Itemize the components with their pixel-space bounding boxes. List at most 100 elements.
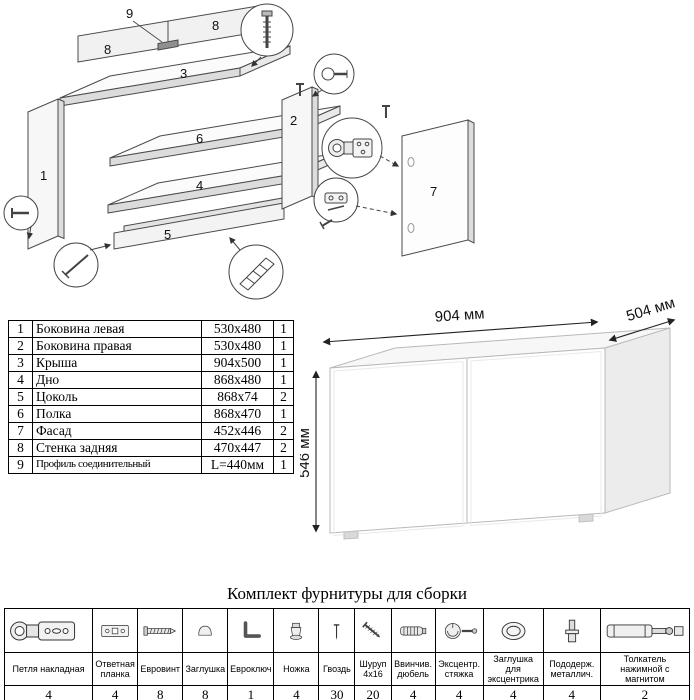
hardware-icon-cell bbox=[542, 608, 601, 653]
hinge-icon bbox=[10, 621, 76, 640]
part-label-8b: 8 bbox=[212, 18, 219, 33]
part-size: 470x447 bbox=[201, 439, 274, 457]
callout-nail bbox=[53, 242, 112, 288]
facade-door bbox=[401, 119, 475, 257]
part-label-6: 6 bbox=[196, 131, 203, 146]
push-latch-icon bbox=[606, 624, 684, 637]
part-size: 904x500 bbox=[201, 354, 274, 372]
part-label-5: 5 bbox=[164, 227, 171, 242]
part-size: L=440мм bbox=[201, 456, 274, 474]
hardware-icon-cell bbox=[137, 608, 184, 653]
hardware-qty: 30 bbox=[318, 685, 356, 700]
part-number: 8 bbox=[8, 439, 33, 457]
hex-key-icon bbox=[244, 620, 262, 638]
hardware-icon-cell bbox=[92, 608, 139, 653]
part-label-7: 7 bbox=[430, 184, 437, 199]
part-name: Дно bbox=[32, 371, 202, 389]
hardware-icon-cell bbox=[318, 608, 356, 653]
part-name: Полка bbox=[32, 405, 202, 423]
hardware-icon-cell bbox=[599, 608, 691, 653]
right-door-outline bbox=[470, 350, 602, 527]
hardware-name: Толкатель нажимной с магнитом bbox=[599, 651, 691, 687]
part-number: 2 bbox=[8, 337, 33, 355]
hardware-qty: 4 bbox=[390, 685, 436, 700]
table-row: 9 Профиль соединительный L=440мм 1 bbox=[8, 456, 294, 474]
part-number: 6 bbox=[8, 405, 33, 423]
shelf-support-icon bbox=[565, 619, 579, 642]
part-size: 868x470 bbox=[201, 405, 274, 423]
hardware-name: Шуруп 4x16 bbox=[354, 651, 392, 687]
hardware-qty: 4 bbox=[3, 685, 94, 700]
part-qty: 1 bbox=[273, 337, 294, 355]
hardware-qty: 8 bbox=[182, 685, 229, 700]
part-label-1: 1 bbox=[40, 168, 47, 183]
hardware-name: Гвоздь bbox=[318, 651, 356, 687]
depth-dimension-arrow bbox=[608, 318, 676, 342]
part-qty: 2 bbox=[273, 388, 294, 406]
part-label-3: 3 bbox=[180, 66, 187, 81]
height-dimension-label: 546 мм bbox=[300, 428, 313, 478]
hardware-qty: 4 bbox=[482, 685, 544, 700]
hardware-name: Евровинт bbox=[137, 651, 184, 687]
part-number: 9 bbox=[8, 456, 33, 474]
part-name: Стенка задняя bbox=[32, 439, 202, 457]
cam-cap-icon bbox=[501, 621, 526, 640]
hardware-name: Ответная планка bbox=[92, 651, 139, 687]
table-row: 6 Полка 868x470 1 bbox=[8, 405, 294, 423]
assembled-cabinet-drawing: 904 мм 504 мм 546 мм bbox=[300, 294, 677, 540]
part-number: 4 bbox=[8, 371, 33, 389]
part-qty: 2 bbox=[273, 422, 294, 440]
hardware-icon-cell bbox=[434, 608, 484, 653]
hardware-table: Петля накладная Ответная планка Евровинт… bbox=[3, 608, 691, 700]
part-number: 7 bbox=[8, 422, 33, 440]
back-panels bbox=[77, 5, 259, 63]
callout-hinge bbox=[321, 117, 400, 179]
part-number: 3 bbox=[8, 354, 33, 372]
hardware-qty: 8 bbox=[137, 685, 184, 700]
hardware-icon-cell bbox=[182, 608, 229, 653]
hardware-name: Пододерж. металлич. bbox=[542, 651, 601, 687]
callout-profile bbox=[228, 237, 284, 300]
hardware-icon-cell bbox=[273, 608, 320, 653]
part-qty: 1 bbox=[273, 405, 294, 423]
part-number: 1 bbox=[8, 320, 33, 338]
hardware-qty: 4 bbox=[434, 685, 484, 700]
hardware-icons-row bbox=[3, 608, 691, 653]
right-side-panel bbox=[281, 86, 319, 210]
hardware-names-row: Петля накладная Ответная планка Евровинт… bbox=[3, 651, 691, 687]
hardware-kit-title: Комплект фурнитуры для сборки bbox=[227, 584, 467, 603]
callout-euro-screw bbox=[240, 3, 294, 67]
exploded-assembly-diagram: 9 8 8 3 1 2 6 4 5 7 bbox=[3, 3, 475, 300]
part-label-4: 4 bbox=[196, 178, 203, 193]
hardware-qty: 4 bbox=[542, 685, 601, 700]
part-qty: 1 bbox=[273, 371, 294, 389]
hardware-qty: 1 bbox=[227, 685, 275, 700]
table-row: 3 Крыша 904x500 1 bbox=[8, 354, 294, 372]
callout-screw-small bbox=[3, 195, 39, 240]
dimension-arrows bbox=[312, 318, 676, 533]
nail-icon bbox=[334, 623, 340, 640]
hardware-icon-cell bbox=[227, 608, 275, 653]
table-row: 7 Фасад 452x446 2 bbox=[8, 422, 294, 440]
hardware-qty: 20 bbox=[354, 685, 392, 700]
screw-icon bbox=[362, 621, 381, 637]
part-qty: 2 bbox=[273, 439, 294, 457]
left-door-outline bbox=[333, 360, 464, 537]
hardware-qty: 4 bbox=[92, 685, 139, 700]
table-row: 4 Дно 868x480 1 bbox=[8, 371, 294, 389]
part-name: Боковина правая bbox=[32, 337, 202, 355]
hardware-icon-cell bbox=[482, 608, 544, 653]
parts-table: 1 Боковина левая 530x480 1 2 Боковина пр… bbox=[8, 320, 294, 474]
callout-mounting-plate bbox=[313, 177, 398, 223]
cabinet-foot bbox=[343, 530, 359, 540]
hardware-name: Заглушка bbox=[182, 651, 229, 687]
dowel-icon bbox=[399, 626, 426, 635]
table-row: 1 Боковина левая 530x480 1 bbox=[8, 320, 294, 338]
loose-screws bbox=[296, 83, 390, 230]
part-qty: 1 bbox=[273, 320, 294, 338]
part-name: Профиль соединительный bbox=[32, 456, 202, 474]
plinth-panels bbox=[113, 195, 295, 250]
part-name: Крыша bbox=[32, 354, 202, 372]
part-size: 530x480 bbox=[201, 320, 274, 338]
